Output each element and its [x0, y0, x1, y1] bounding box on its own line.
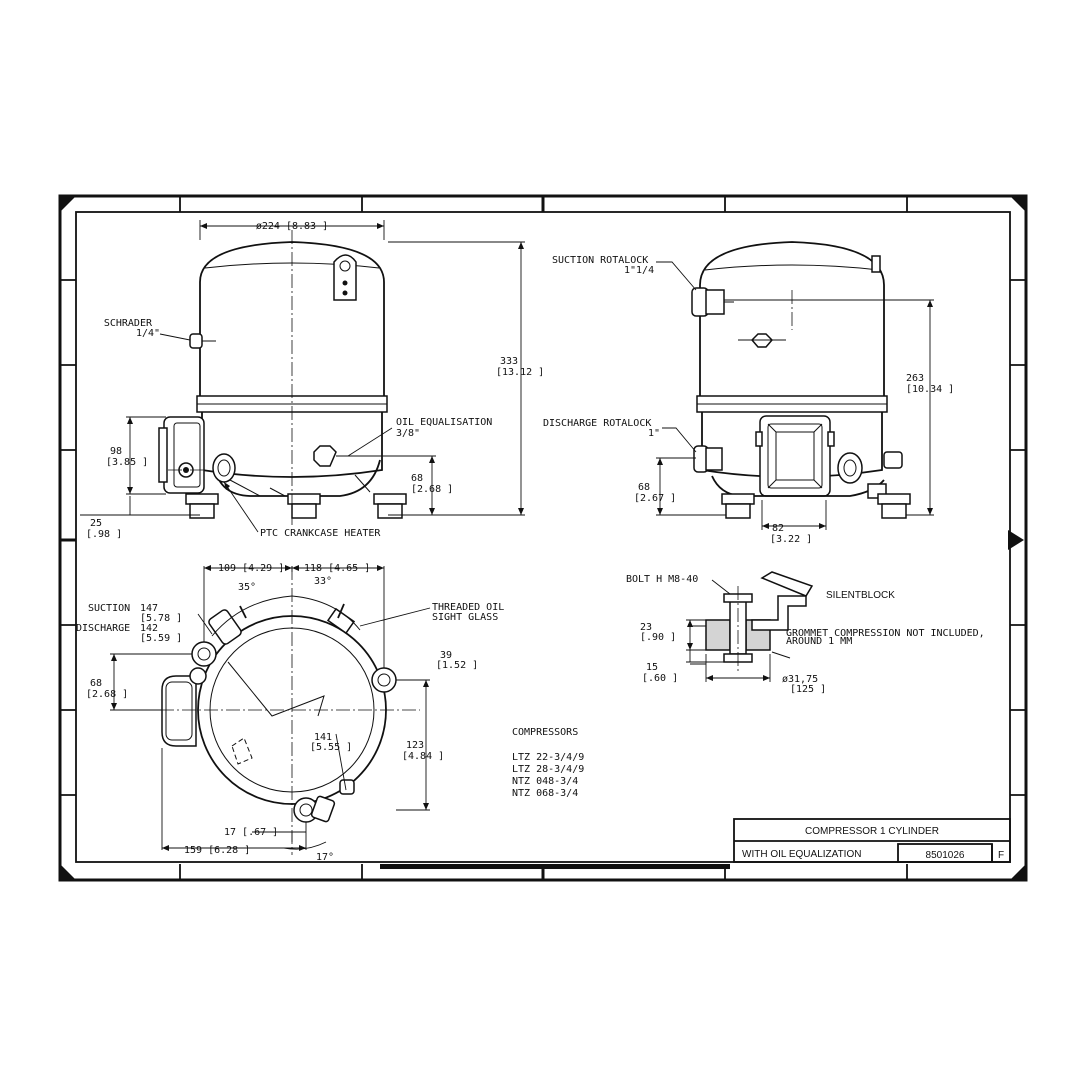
top-suction-in: [5.78 ] [140, 613, 182, 624]
top-suction-mm: 147 [140, 603, 158, 614]
silentblock-dia-in: [125 ] [790, 684, 826, 695]
top-view [110, 565, 431, 855]
silentblock-h1-in: [.90 ] [640, 632, 676, 643]
oil-eq-height-mm: 68 [411, 473, 423, 484]
orientation-arrow-icon [1008, 530, 1024, 550]
top-box-mm: 68 [90, 678, 102, 689]
sight-glass-label: SIGHT GLASS [432, 612, 498, 623]
ptc-crankcase-heater-label: PTC CRANKCASE HEATER [260, 528, 381, 539]
side-view [656, 241, 934, 530]
small-offset: 17 [.67 ] [224, 827, 278, 838]
oil-eq-height-in: [2.68 ] [411, 484, 453, 495]
mount-mm: 123 [406, 740, 424, 751]
oil-offset-in: [1.52 ] [436, 660, 478, 671]
side-width-mm: 82 [772, 523, 784, 534]
top-right-width: 118 [4.65 ] [304, 563, 370, 574]
suction-rotalock-size: 1"1/4 [624, 265, 654, 276]
front-view [80, 220, 525, 533]
discharge-rotalock-size: 1" [648, 428, 660, 439]
compressor-model-4: NTZ 068-3/4 [512, 788, 578, 799]
front-diameter-label: ø224 [8.83 ] [256, 221, 328, 232]
silentblock-h1-mm: 23 [640, 622, 652, 633]
grommet-note-2: AROUND 1 MM [786, 636, 852, 647]
bottom-width: 159 [6.28 ] [184, 845, 250, 856]
threaded-oil-label: THREADED OIL [432, 602, 504, 613]
schrader-size: 1/4" [136, 328, 160, 339]
top-left-width: 109 [4.29 ] [218, 563, 284, 574]
angle-right: 33° [314, 576, 332, 587]
drawing-title: COMPRESSOR 1 CYLINDER [805, 826, 939, 837]
silentblock-dia-mm: ø31,75 [782, 674, 818, 685]
suction-rotalock-label: SUCTION ROTALOCK [552, 255, 648, 266]
drawing-subtitle: WITH OIL EQUALIZATION [742, 849, 861, 860]
angle-bottom: 17° [316, 852, 334, 863]
front-height-mm: 333 [500, 356, 518, 367]
top-box-in: [2.68 ] [86, 689, 128, 700]
compressor-model-2: LTZ 28-3/4/9 [512, 764, 584, 775]
side-height-in: [10.34 ] [906, 384, 954, 395]
compressor-model-1: LTZ 22-3/4/9 [512, 752, 584, 763]
drawing-revision: F [998, 850, 1004, 861]
front-height-in: [13.12 ] [496, 367, 544, 378]
sheet-frame [58, 194, 1028, 882]
mount-in: [4.84 ] [402, 751, 444, 762]
top-suction-label: SUCTION [88, 603, 130, 614]
schrader-label: SCHRADER [104, 318, 153, 329]
oil-equalisation-size: 3/8" [396, 428, 420, 439]
bolt-label: BOLT H M8-40 [626, 574, 698, 585]
top-discharge-label: DISCHARGE [76, 623, 130, 634]
title-block [733, 818, 1011, 863]
silentblock-detail [686, 571, 814, 682]
oil-offset-mm: 39 [440, 650, 452, 661]
top-discharge-in: [5.59 ] [140, 633, 182, 644]
angle-left: 35° [238, 582, 256, 593]
discharge-height-in: [2.67 ] [634, 493, 676, 504]
radial-in: [5.55 ] [310, 742, 352, 753]
discharge-rotalock-label: DISCHARGE ROTALOCK [543, 418, 651, 429]
top-discharge-mm: 142 [140, 623, 158, 634]
compressor-model-3: NTZ 048-3/4 [512, 776, 578, 787]
drawing-number: 8501026 [926, 850, 965, 861]
foot-height-mm: 25 [90, 518, 102, 529]
terminal-box-height-in: [3.85 ] [106, 457, 148, 468]
compressors-heading: COMPRESSORS [512, 727, 578, 738]
radial-mm: 141 [314, 732, 332, 743]
grommet-note-1: GROMMET COMPRESSION NOT INCLUDED, [786, 628, 985, 639]
side-width-in: [3.22 ] [770, 534, 812, 545]
silentblock-title: SILENTBLOCK [826, 590, 895, 601]
silentblock-h2-mm: 15 [646, 662, 658, 673]
oil-equalisation-label: OIL EQUALISATION [396, 417, 492, 428]
foot-height-in: [.98 ] [86, 529, 122, 540]
silentblock-h2-in: [.60 ] [642, 673, 678, 684]
discharge-height-mm: 68 [638, 482, 650, 493]
side-height-mm: 263 [906, 373, 924, 384]
terminal-box-height-mm: 98 [110, 446, 122, 457]
